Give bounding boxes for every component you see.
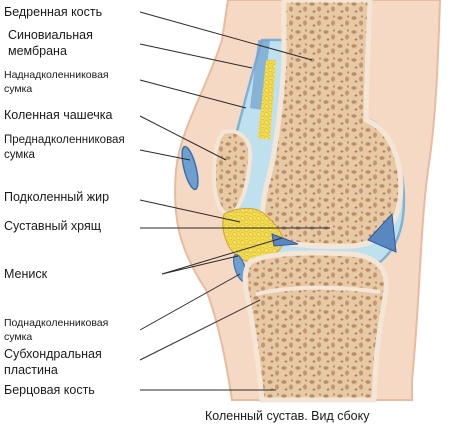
label-patella: Коленная чашечка <box>4 108 113 122</box>
leader-synovial <box>139 43 253 69</box>
leader-subchondral <box>139 299 261 361</box>
label-suprapatellar-1: Наднадколенниковая <box>4 69 109 81</box>
leader-femur <box>139 11 313 61</box>
subchondral-plate <box>255 285 381 296</box>
label-subchondral-1: Субхондральная <box>4 347 102 361</box>
label-suprapatellar-2: сумка <box>4 83 33 95</box>
label-tibia: Берцовая кость <box>4 383 95 397</box>
label-cartilage: Суставный хрящ <box>4 219 102 233</box>
label-subchondral-2: пластина <box>4 363 58 377</box>
meniscus-back <box>367 212 397 253</box>
label-synovial-2: мембрана <box>8 44 67 58</box>
diagram-caption: Коленный сустав. Вид сбоку <box>205 409 370 423</box>
label-prepatellar-2: сумка <box>4 149 35 161</box>
label-prepatellar-1: Преднадколенниковая <box>4 134 125 146</box>
suprapatellar-bursa <box>250 40 270 110</box>
label-femur: Бедренная кость <box>4 5 103 19</box>
label-infrapatellar-1: Поднадколенниковая <box>4 317 109 329</box>
leader-meniscus-b <box>161 255 239 275</box>
prepatellar-bursa <box>181 145 199 191</box>
meniscus-front <box>271 233 299 247</box>
leader-fat <box>139 199 241 223</box>
label-meniscus: Мениск <box>4 267 48 281</box>
label-fat-pad: Подколенный жир <box>4 190 110 204</box>
leader-suprapatellar <box>139 79 247 109</box>
label-infrapatellar-2: сумка <box>4 331 33 343</box>
leader-patella <box>139 115 227 161</box>
suprapatellar-fat <box>258 60 276 140</box>
tibia-bone <box>242 250 389 403</box>
leader-infrapatellar <box>139 273 241 331</box>
leader-meniscus-a <box>161 237 283 275</box>
label-synovial-1: Синовиальная <box>8 28 93 42</box>
leader-prepatellar <box>139 149 191 161</box>
